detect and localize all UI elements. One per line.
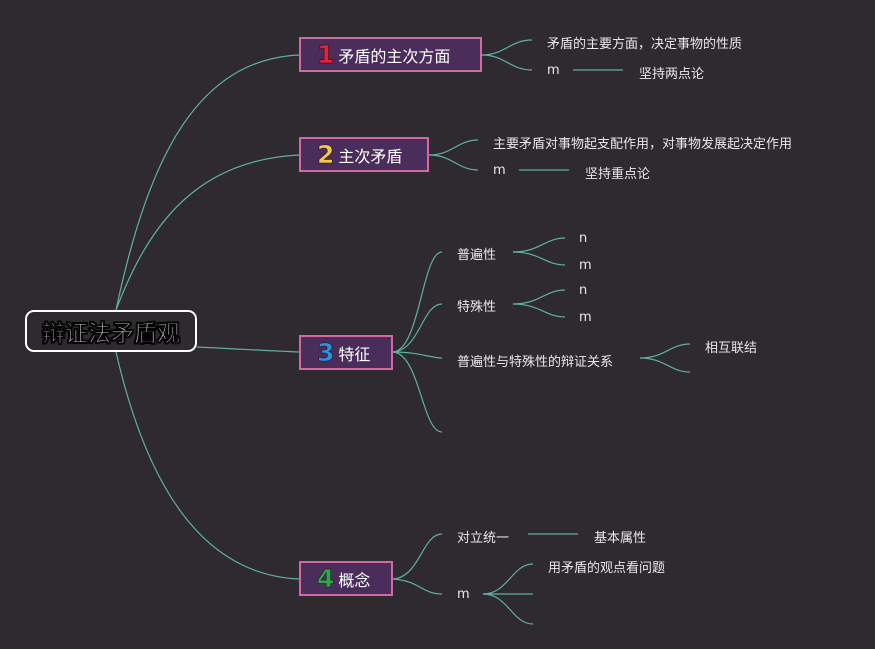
leaf-4-2[interactable]: m — [457, 587, 470, 602]
branch-label: 概念 — [338, 570, 371, 590]
b3-to-leaf-4 — [392, 351, 443, 433]
root-to-branch-2 — [115, 154, 300, 311]
root-node[interactable]: 辩证法矛盾观 — [25, 310, 197, 352]
branch-node-4[interactable]: 4 概念 — [299, 561, 393, 596]
branch-label: 矛盾的主次方面 — [338, 46, 451, 66]
b1-to-leaf-2 — [481, 54, 533, 71]
branch-label: 特征 — [338, 344, 371, 364]
branch-node-2[interactable]: 2 主次矛盾 — [299, 137, 429, 172]
root-to-branch-3 — [196, 346, 300, 353]
leaf-1-2-1[interactable]: 坚持两点论 — [639, 67, 705, 82]
b4-l2-c — [482, 593, 534, 625]
leaf-3-1-1[interactable]: n — [579, 231, 588, 246]
leaf-4-2-1[interactable]: 用矛盾的观点看问题 — [548, 561, 666, 576]
leaf-3-2-1[interactable]: n — [579, 283, 588, 298]
b3-l3-a — [639, 343, 691, 359]
number-3-icon: 3 — [317, 338, 335, 368]
b2-to-leaf-2 — [428, 154, 479, 171]
branch-node-3[interactable]: 3 特征 — [299, 335, 393, 370]
leaf-1-2[interactable]: m — [547, 63, 560, 78]
b1-to-leaf-1 — [481, 39, 533, 56]
leaf-2-1[interactable]: 主要矛盾对事物起支配作用，对事物发展起决定作用 — [493, 137, 793, 152]
leaf-3-2-2[interactable]: m — [579, 310, 592, 325]
leaf-1-1[interactable]: 矛盾的主要方面，决定事物的性质 — [547, 37, 743, 52]
number-4-icon: 4 — [317, 564, 335, 594]
b2-to-leaf-1 — [428, 139, 479, 156]
number-1-icon: 1 — [317, 40, 335, 70]
leaf-4-1[interactable]: 对立统一 — [457, 531, 510, 546]
leaf-2-2[interactable]: m — [493, 163, 506, 178]
leaf-4-1-1[interactable]: 基本属性 — [594, 531, 647, 546]
b3-to-leaf-1 — [392, 251, 443, 353]
leaf-2-2-1[interactable]: 坚持重点论 — [585, 167, 651, 182]
leaf-3-1-2[interactable]: m — [579, 258, 592, 273]
b3-l3-b — [639, 357, 691, 373]
b3-l1-n — [512, 237, 566, 253]
b3-l2-n — [512, 289, 566, 305]
leaf-3-3[interactable]: 普遍性与特殊性的辩证关系 — [457, 355, 614, 370]
leaf-3-1[interactable]: 普遍性 — [457, 248, 497, 263]
b3-l2-m — [512, 303, 566, 318]
b3-to-leaf-2 — [392, 303, 443, 353]
b3-l1-m — [512, 251, 566, 266]
b4-l2-a — [482, 563, 534, 595]
b3-to-leaf-3 — [392, 351, 443, 359]
root-to-branch-4 — [115, 351, 300, 580]
root-to-branch-1 — [115, 54, 300, 311]
branch-node-1[interactable]: 1 矛盾的主次方面 — [299, 37, 482, 72]
root-label: 辩证法矛盾观 — [42, 321, 180, 347]
b4-to-leaf-2 — [392, 578, 443, 595]
leaf-3-3-1[interactable]: 相互联结 — [705, 341, 758, 356]
leaf-3-2[interactable]: 特殊性 — [457, 300, 497, 315]
number-2-icon: 2 — [317, 140, 335, 170]
b4-to-leaf-1 — [392, 533, 443, 580]
branch-label: 主次矛盾 — [338, 146, 403, 166]
